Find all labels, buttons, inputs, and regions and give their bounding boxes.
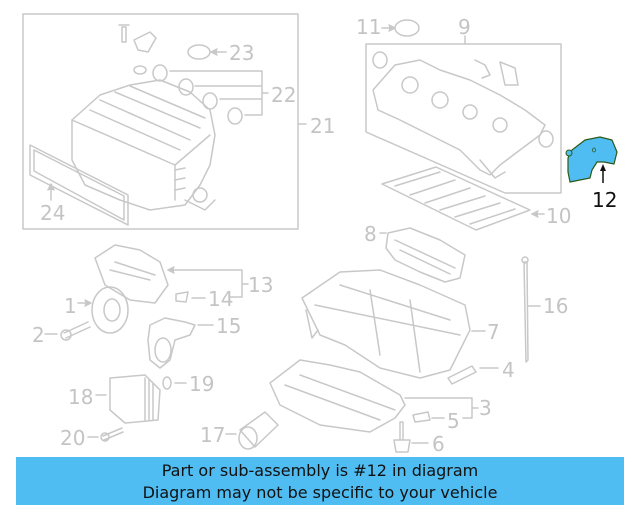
callout-14[interactable]: 14	[208, 287, 234, 311]
bolt-icon	[118, 24, 130, 43]
callout-17[interactable]: 17	[200, 423, 226, 447]
callout-10[interactable]: 10	[546, 204, 572, 228]
callout-1[interactable]: 1	[64, 294, 77, 318]
bolt-20-icon	[102, 427, 124, 441]
drain-plug-6-icon	[393, 421, 411, 453]
callout-3[interactable]: 3	[479, 396, 492, 420]
timing-belt-cover-12-icon	[565, 136, 618, 183]
dipstick-icon	[523, 261, 529, 363]
callout-23[interactable]: 23	[229, 41, 255, 65]
callout-11[interactable]: 11	[356, 15, 382, 39]
info-banner: Part or sub-assembly is #12 in diagram D…	[16, 457, 624, 505]
oring-small-icon	[133, 65, 147, 75]
lower-oil-pan-icon	[269, 359, 406, 433]
callout-4[interactable]: 4	[502, 358, 515, 382]
valve-cover-gasket-icon	[381, 166, 531, 231]
callout-9[interactable]: 9	[458, 15, 471, 39]
banner-disclaimer: Diagram may not be specific to your vehi…	[142, 483, 498, 502]
intake-manifold-icon	[71, 79, 216, 211]
oil-cap-icon	[394, 19, 420, 37]
callout-24[interactable]: 24	[40, 201, 66, 225]
callout-7[interactable]: 7	[487, 320, 500, 344]
pulley-icon	[91, 286, 129, 334]
callout-2[interactable]: 2	[32, 323, 45, 347]
drain-plug-5-icon	[412, 411, 431, 423]
callout-21[interactable]: 21	[310, 114, 336, 138]
oil-filter-icon	[239, 411, 279, 448]
banner-part-info: Part or sub-assembly is #12 in diagram	[161, 461, 479, 480]
upper-oil-pan-icon	[301, 269, 471, 379]
callout-13[interactable]: 13	[248, 273, 274, 297]
callout-6[interactable]: 6	[432, 432, 445, 456]
oring-19-icon	[162, 376, 172, 390]
oil-cooler-icon	[109, 374, 161, 424]
baffle-8-icon	[385, 227, 466, 283]
callout-8[interactable]: 8	[364, 222, 377, 246]
gasket-24-icon	[29, 144, 129, 226]
oring-23-icon	[187, 44, 211, 60]
callout-16[interactable]: 16	[543, 294, 569, 318]
callout-19[interactable]: 19	[189, 372, 215, 396]
callout-5[interactable]: 5	[447, 409, 460, 433]
callout-22[interactable]: 22	[271, 83, 297, 107]
timing-cover-icon	[94, 244, 169, 304]
intake-manifold-group-box	[22, 13, 299, 230]
callout-12-highlighted[interactable]: 12	[592, 188, 618, 212]
callout-20[interactable]: 20	[60, 426, 86, 450]
callout-18[interactable]: 18	[68, 385, 94, 409]
sensor-icon	[133, 31, 157, 53]
bracket-15-icon	[147, 317, 196, 369]
valve-cover-group-box	[365, 43, 562, 194]
callout-15[interactable]: 15	[216, 314, 242, 338]
seal-14-icon	[175, 291, 189, 303]
valve-cover-icon	[372, 51, 554, 179]
sensor-4-icon	[447, 365, 477, 385]
